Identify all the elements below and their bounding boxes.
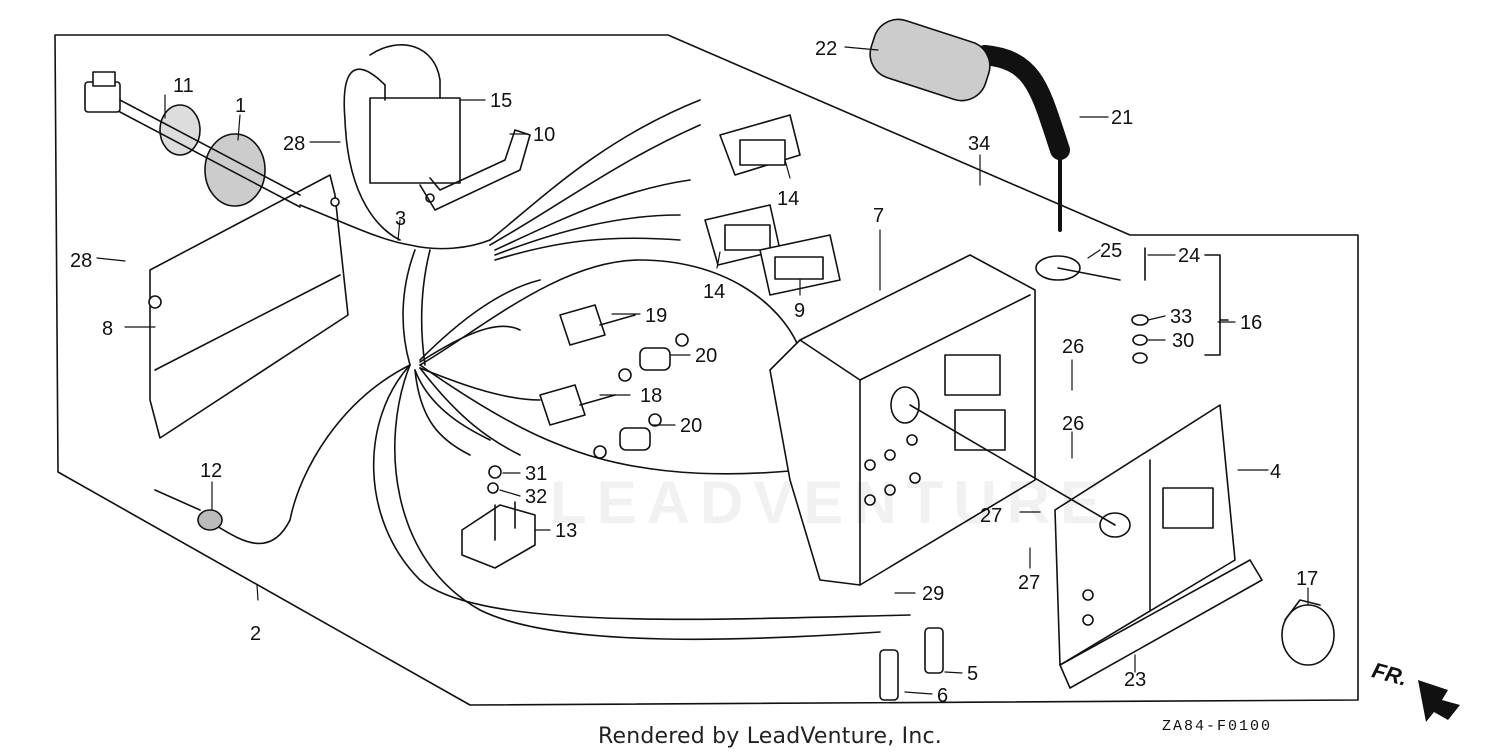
- credit-text: Rendered by LeadVenture, Inc.: [598, 724, 942, 749]
- switch-18: [539, 384, 616, 426]
- callout-4: 4: [1270, 461, 1281, 483]
- assembly-outline: [54, 34, 1359, 706]
- callout-31: 31: [525, 463, 547, 485]
- callout-22: 22: [815, 38, 837, 60]
- switch-17: [1281, 599, 1335, 666]
- thermistor-12: [154, 489, 223, 531]
- callout-28-upper: 28: [283, 133, 305, 155]
- callout-1: 1: [235, 95, 246, 117]
- callout-25: 25: [1100, 240, 1122, 262]
- handle-21: [975, 45, 1070, 232]
- switch-19: [559, 304, 636, 346]
- callout-2: 2: [250, 623, 261, 645]
- callout-7: 7: [873, 205, 884, 227]
- callout-26-lower: 26: [1062, 413, 1084, 435]
- breaker-20-lower: [593, 413, 662, 459]
- mounting-plate-8: [148, 174, 349, 439]
- grip-22: [869, 18, 991, 102]
- bracket-16: [1204, 254, 1229, 356]
- callout-12: 12: [200, 460, 222, 482]
- bracket-10: [419, 129, 531, 211]
- callout-21: 21: [1111, 107, 1133, 129]
- diagram-code: ZA84-F0100: [1162, 718, 1273, 735]
- hardware-24-33-30: [1131, 247, 1149, 364]
- callout-29: 29: [922, 583, 944, 605]
- callout-19: 19: [645, 305, 667, 327]
- front-direction-arrow: FR.: [1369, 657, 1460, 722]
- callout-14-upper: 14: [777, 188, 799, 210]
- panel-4: [909, 404, 1236, 666]
- terminal-5: [924, 627, 944, 674]
- callout-17: 17: [1296, 568, 1318, 590]
- callout-labels: 11 1 2 3 4 5 6 7 8 9 10 12 13 14 14 15 1…: [70, 38, 1318, 707]
- callout-3: 3: [395, 208, 406, 230]
- callout-33: 33: [1170, 306, 1192, 328]
- callout-26-upper: 26: [1062, 336, 1084, 358]
- control-box-7: [769, 254, 1036, 586]
- wire-harness-3: [214, 99, 911, 641]
- callout-28-lower: 28: [70, 250, 92, 272]
- footer: ZA84-F0100 Rendered by LeadVenture, Inc.: [0, 718, 1500, 753]
- callout-8: 8: [102, 318, 113, 340]
- breaker-20-upper: [618, 333, 689, 382]
- callout-23: 23: [1124, 669, 1146, 691]
- capacitor-15: [343, 44, 461, 241]
- callout-10: 10: [533, 124, 555, 146]
- callout-20-upper: 20: [695, 345, 717, 367]
- leader-lines: [96, 46, 1309, 695]
- callout-24: 24: [1178, 245, 1200, 267]
- callout-6: 6: [937, 685, 948, 707]
- callout-13: 13: [555, 520, 577, 542]
- callout-15: 15: [490, 90, 512, 112]
- callout-14-lower: 14: [703, 281, 725, 303]
- callout-34: 34: [968, 133, 990, 155]
- panel-23: [1059, 559, 1263, 689]
- outlet-14-upper: [719, 114, 801, 176]
- callout-30: 30: [1172, 330, 1194, 352]
- callout-11: 11: [173, 75, 194, 97]
- callout-27-lower: 27: [1018, 572, 1040, 594]
- callout-16: 16: [1240, 312, 1262, 334]
- grommets: [84, 71, 301, 208]
- rectifier-13: [461, 465, 536, 569]
- cover-9: [759, 234, 841, 296]
- terminal-6: [879, 649, 899, 701]
- callout-32: 32: [525, 486, 547, 508]
- callout-18: 18: [640, 385, 662, 407]
- callout-9: 9: [794, 300, 805, 322]
- front-direction-label: FR.: [1369, 657, 1410, 690]
- callout-5: 5: [967, 663, 978, 685]
- callout-20-lower: 20: [680, 415, 702, 437]
- callout-27-upper: 27: [980, 505, 1002, 527]
